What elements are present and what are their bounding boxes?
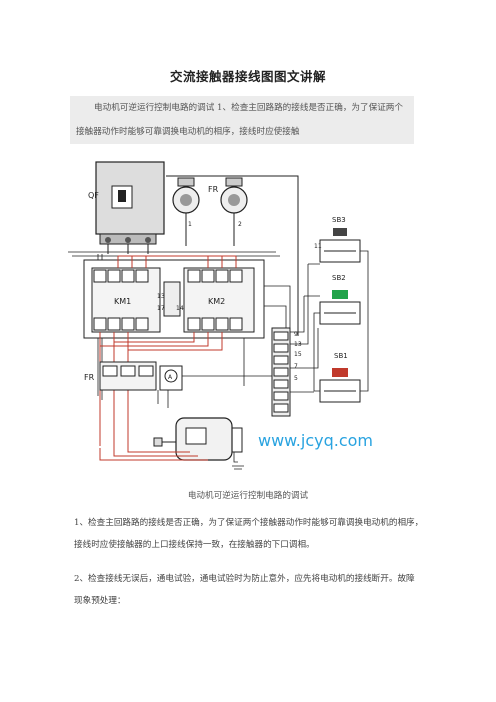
svg-text:A: A <box>168 374 173 381</box>
summary-line-2: 接触器动作时能够可靠调换电动机的相序，接线时应使接触 <box>76 127 300 137</box>
svg-text:11: 11 <box>314 243 322 250</box>
svg-text:5: 5 <box>294 375 298 382</box>
watermark-text: www.jcyq.com <box>258 431 373 450</box>
svg-text:2: 2 <box>238 221 242 228</box>
svg-text:13: 13 <box>157 293 165 300</box>
svg-text:15: 15 <box>294 351 302 358</box>
svg-text:17: 17 <box>157 305 165 312</box>
sb1-label: SB1 <box>334 352 348 360</box>
sb3-label: SB3 <box>332 216 346 224</box>
document-title: 交流接触器接线图图文讲解 <box>169 69 326 84</box>
svg-text:7: 7 <box>294 363 298 370</box>
svg-text:1: 1 <box>188 221 192 228</box>
sb1-button: SB1 <box>319 352 361 403</box>
svg-text:14: 14 <box>176 305 184 312</box>
paragraph-2-line-1: 2、检查接线无误后，通电试验，通电试验时为防止意外，应先将电动机的接线断开。故障 <box>74 574 415 584</box>
paragraph-2-line-2: 现象预处理： <box>74 596 126 606</box>
terminal-block: 9 13 15 7 5 <box>271 327 302 417</box>
qf-breaker: QF <box>88 161 165 245</box>
fr-top-label: FR <box>208 185 219 194</box>
paragraph-1: 1、检查主回路路的接线是否正确，为了保证两个接触器动作时能够可靠调换电动机的相序… <box>74 512 426 556</box>
km2-contactor: KM2 <box>183 267 255 333</box>
top-fuse-pair: FR 1 2 <box>172 177 248 228</box>
sb3-button: SB3 11 <box>314 216 361 263</box>
summary-line-1: 电动机可逆运行控制电路的调试 1、检查主回路路的接线是否正确，为了保证两个 <box>94 103 403 113</box>
svg-text:13: 13 <box>294 341 302 348</box>
summary-box: 电动机可逆运行控制电路的调试 1、检查主回路路的接线是否正确，为了保证两个 接触… <box>70 96 414 144</box>
fr-bottom-relay: FR A <box>84 361 183 391</box>
paragraph-1-line-1: 1、检查主回路路的接线是否正确，为了保证两个接触器动作时能够可靠调换电动机的相序… <box>74 518 424 528</box>
wiring-diagram: QF FR 1 2 KM1 <box>68 161 373 470</box>
figure-caption: 电动机可逆运行控制电路的调试 <box>187 491 309 501</box>
paragraph-1-line-2: 接线时应使接触器的上口接线保持一致，在接触器的下口调相。 <box>74 540 315 550</box>
sb2-button: SB2 <box>319 274 361 325</box>
paragraph-2: 2、检查接线无误后，通电试验，通电试验时为防止意外，应先将电动机的接线断开。故障… <box>74 568 426 612</box>
km2-label: KM2 <box>208 297 225 306</box>
sb2-label: SB2 <box>332 274 346 282</box>
motor <box>153 417 243 461</box>
km1-label: KM1 <box>114 297 131 306</box>
svg-text:9: 9 <box>294 331 298 338</box>
fr-bottom-label: FR <box>84 373 95 382</box>
qf-label: QF <box>88 191 99 200</box>
km1-contactor: KM1 <box>91 267 161 333</box>
